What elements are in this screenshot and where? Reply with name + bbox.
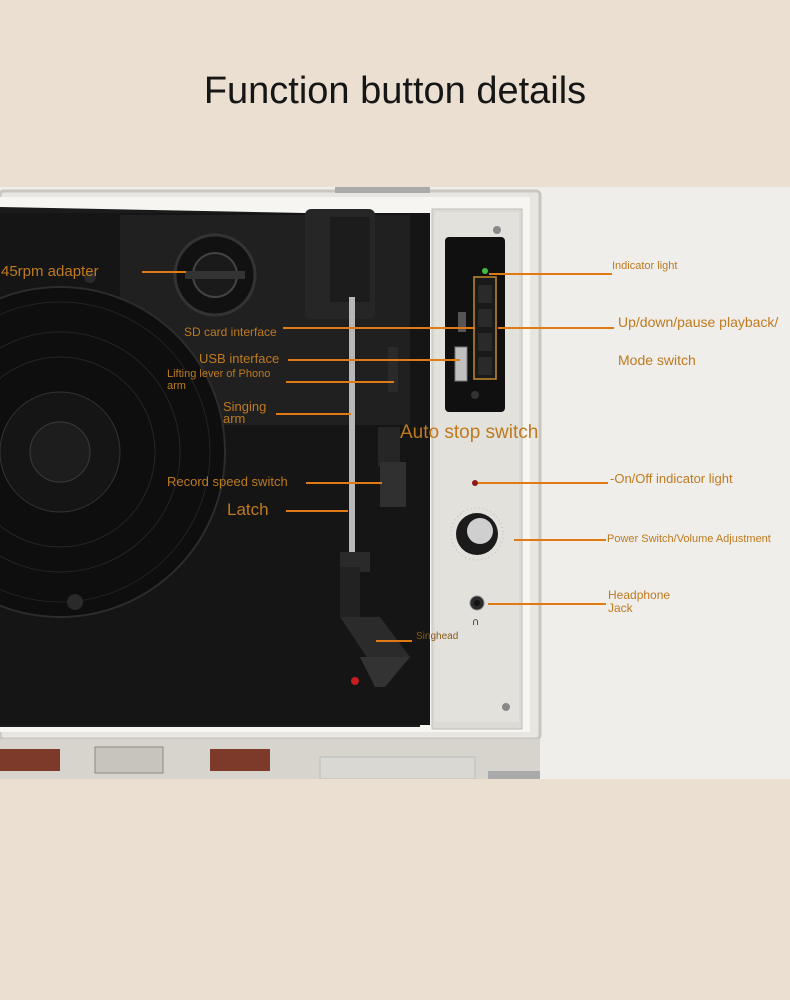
leader-record-speed: [306, 482, 382, 484]
leader-indicator-light: [489, 273, 612, 275]
leader-playback: [498, 327, 614, 329]
leader-usb: [288, 359, 460, 361]
label-indicator-light: Indicator light: [612, 260, 678, 272]
label-sd-card: SD card interface: [184, 325, 277, 339]
label-lifting-lever: Lifting lever of Phono arm: [167, 368, 271, 392]
page-title: Function button details: [203, 70, 587, 112]
label-headphone: Headphone Jack: [608, 588, 671, 615]
label-record-speed: Record speed switch: [167, 474, 288, 489]
label-auto-stop: Auto stop switch: [400, 422, 539, 443]
leader-singhead: [376, 640, 412, 642]
label-45rpm-adapter: 45rpm adapter: [1, 263, 99, 280]
leader-power-volume: [514, 539, 606, 541]
turntable-illustration: ∩: [0, 187, 790, 779]
label-mode-switch: Mode switch: [618, 352, 696, 368]
leader-sd-card: [283, 327, 475, 329]
leader-headphone: [488, 603, 606, 605]
leader-onoff-light: [478, 482, 608, 484]
leader-latch: [286, 510, 348, 512]
label-usb: USB interface: [199, 351, 280, 366]
leader-singing-arm: [276, 413, 351, 415]
turntable-photo: ∩: [0, 187, 790, 779]
leader-45rpm-adapter: [142, 271, 186, 273]
label-latch: Latch: [227, 500, 269, 519]
label-onoff-light: -On/Off indicator light: [610, 471, 733, 486]
leader-lifting-lever: [286, 381, 394, 383]
label-singhead: Singhead: [416, 631, 459, 642]
label-playback: Up/down/pause playback/: [618, 314, 779, 330]
label-singing-arm: Singing arm: [223, 399, 267, 427]
label-power-volume: Power Switch/Volume Adjustment: [607, 533, 771, 545]
svg-text:∩: ∩: [472, 617, 479, 628]
